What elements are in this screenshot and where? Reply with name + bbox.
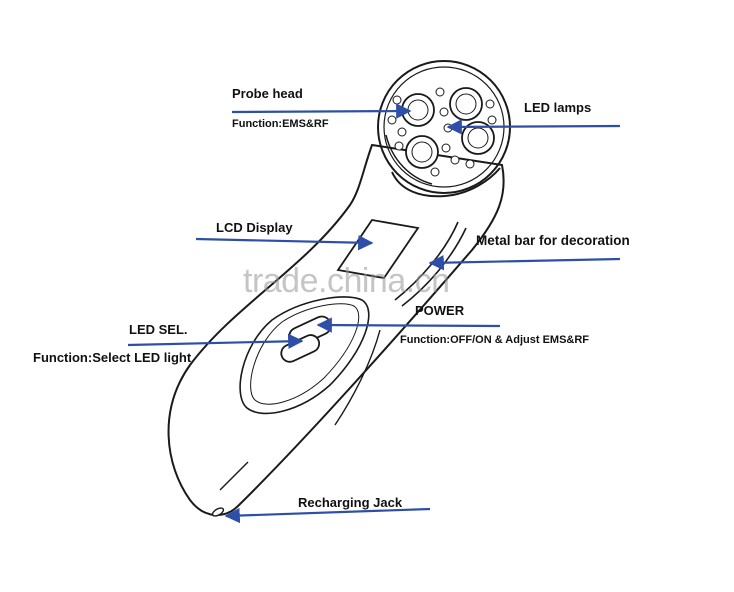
device-body (167, 143, 505, 516)
arrow-lcd-display (195, 234, 374, 251)
arrow-recharging-jack (224, 507, 431, 524)
led-sel-label: LED SEL. (129, 322, 188, 337)
arrow-led-sel (127, 333, 304, 350)
watermark-text: trade.china.cn (243, 262, 450, 300)
recharging-jack-port (211, 507, 225, 517)
power-label: POWER (415, 303, 465, 318)
lcd-display-window (336, 219, 420, 279)
probe-head-disc (377, 60, 511, 194)
lcd-display-label: LCD Display (216, 220, 293, 235)
control-buttons (280, 315, 332, 363)
callout-arrows (127, 103, 621, 524)
led-sel-function-label: Function:Select LED light (33, 350, 192, 365)
probe-head-label: Probe head (232, 86, 303, 101)
metal-bar-label: Metal bar for decoration (476, 233, 630, 248)
button-panel (239, 296, 370, 415)
power-function-label: Function:OFF/ON & Adjust EMS&RF (400, 334, 590, 346)
arrow-power (316, 317, 501, 333)
recharging-jack-label: Recharging Jack (298, 495, 403, 510)
arrow-led-lamps (446, 119, 621, 135)
metal-probes (401, 87, 495, 169)
side-groove (219, 329, 381, 491)
arrow-metal-bar (428, 255, 621, 271)
probe-head-function-label: Function:EMS&RF (232, 118, 329, 130)
arrow-probe-head (231, 103, 412, 119)
led-lamps-label: LED lamps (524, 100, 592, 115)
device-neck (391, 167, 501, 198)
